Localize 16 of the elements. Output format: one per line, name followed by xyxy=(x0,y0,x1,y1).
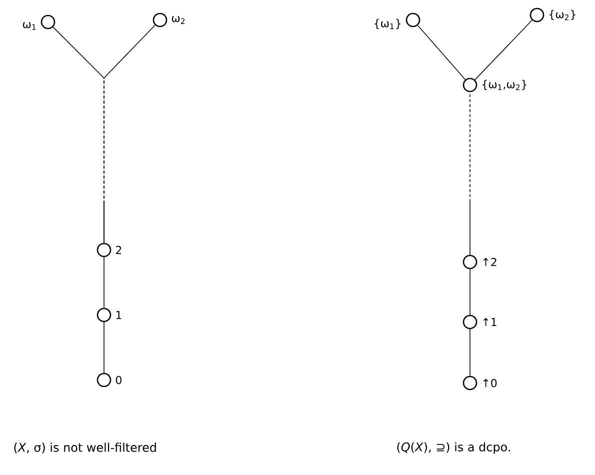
node-label: 2 xyxy=(116,246,122,254)
connector-line xyxy=(104,24,156,244)
node-label: {ω$_{2}$} xyxy=(550,10,576,20)
node-label: 1 xyxy=(116,311,122,319)
node-label: {ω$_{1}$} xyxy=(374,18,400,30)
node-label: ↑1 xyxy=(483,318,496,326)
node-label: 0 xyxy=(116,376,122,384)
connector-line xyxy=(417,24,466,80)
node-label: ↑2 xyxy=(483,258,496,266)
connector-line xyxy=(474,20,532,80)
node-label: ↑0 xyxy=(483,378,497,388)
caption-text: (Q(X), ⊇) is a dcpo. xyxy=(397,442,510,454)
node-label: ω$_{1}$ xyxy=(22,22,36,30)
node-label: ω$_{2}$ xyxy=(172,16,184,24)
caption-text: (X, σ) is not well-filtered xyxy=(14,442,156,454)
node-label: {ω$_{1}$,ω$_{2}$} xyxy=(482,80,526,90)
